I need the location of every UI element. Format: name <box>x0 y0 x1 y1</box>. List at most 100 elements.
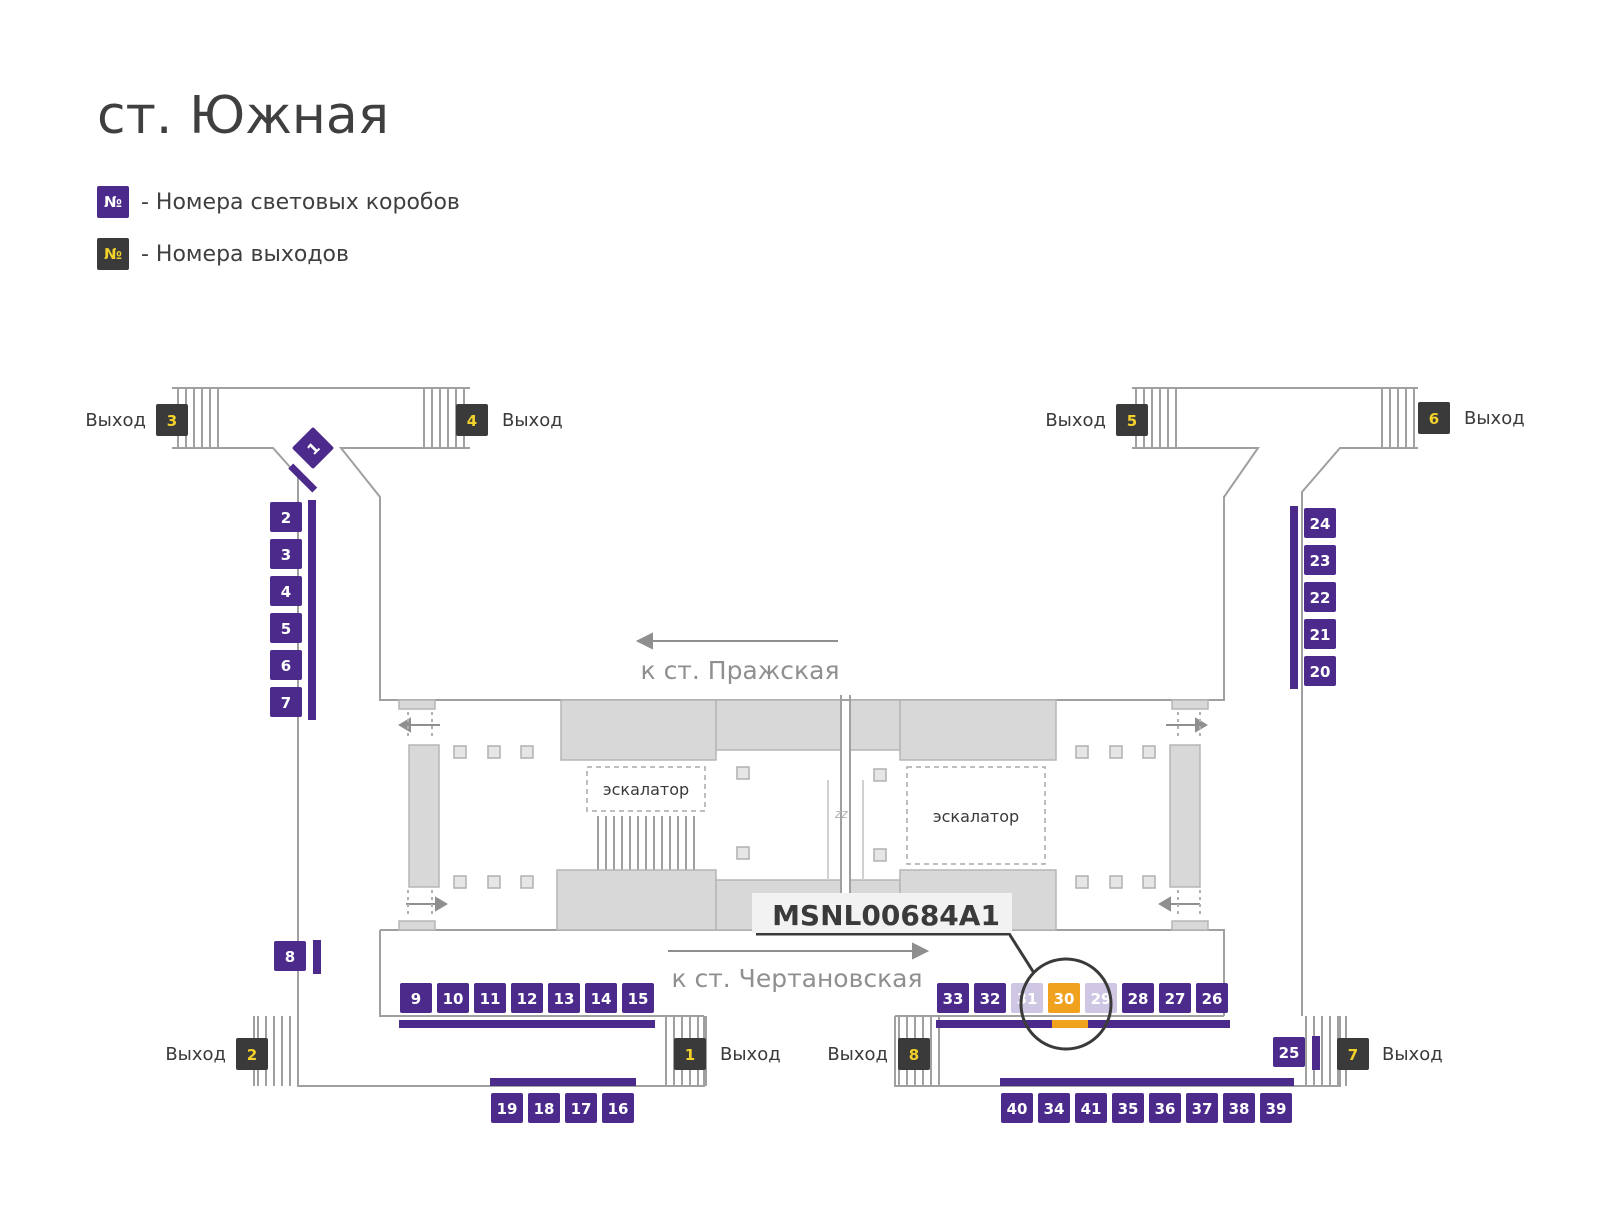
lightbox-13: 13 <box>548 983 580 1013</box>
lightbox-34-number: 34 <box>1044 1100 1065 1118</box>
lightbox-41: 41 <box>1075 1093 1107 1123</box>
exit-1-badge-number: 1 <box>685 1046 695 1064</box>
lightbox-30: 30 <box>1048 983 1080 1013</box>
lightbox-15-number: 15 <box>628 990 649 1008</box>
lightbox-3-number: 3 <box>281 546 291 564</box>
legend-lightbox-swatch: № <box>97 186 129 218</box>
lightbox-26-number: 26 <box>1202 990 1223 1008</box>
exit-2-badge-number: 2 <box>247 1046 257 1064</box>
exit-5-badge-bg <box>1116 404 1148 436</box>
lightbox-32-bg <box>974 983 1006 1013</box>
legend-lightbox-text: - Номера световых коробов <box>141 189 460 215</box>
callout-code: MSNL00684A1 <box>772 899 1000 932</box>
lightbox-18-number: 18 <box>534 1100 555 1118</box>
direction-arrows <box>635 632 930 960</box>
lightbox-25-bg <box>1273 1037 1305 1067</box>
callout-leader <box>1006 931 1036 974</box>
lightbox-35: 35 <box>1112 1093 1144 1123</box>
lightbox-10: 10 <box>437 983 469 1013</box>
lightbox-2: 2 <box>270 502 302 532</box>
lightbox-11-number: 11 <box>480 990 501 1008</box>
lightbox-24-bg <box>1304 508 1336 538</box>
exit-3-badge-bg <box>156 404 188 436</box>
pillars <box>453 745 1156 889</box>
lightbox-24: 24 <box>1304 508 1336 538</box>
direction-south-label: к ст. Чертановская <box>671 964 922 993</box>
lightbox-28-bg <box>1122 983 1154 1013</box>
lightbox-5: 5 <box>270 613 302 643</box>
lightbox-30-bg <box>1048 983 1080 1013</box>
lightbox-6-number: 6 <box>281 657 291 675</box>
lightbox-35-number: 35 <box>1118 1100 1139 1118</box>
lightbox-10-bg <box>437 983 469 1013</box>
lightbox-41-number: 41 <box>1081 1100 1102 1118</box>
exit-3-badge-number: 3 <box>167 412 177 430</box>
exit-2-badge-bg <box>236 1038 268 1070</box>
exit-2-label: Выход <box>165 1044 226 1065</box>
lightbox-3: 3 <box>270 539 302 569</box>
lightbox-37: 37 <box>1186 1093 1218 1123</box>
lightbox-strip-highlight <box>1052 1020 1088 1028</box>
lightbox-25-number: 25 <box>1279 1044 1300 1062</box>
exit-6-badge-number: 6 <box>1429 410 1439 428</box>
lightbox-4-bg <box>270 576 302 606</box>
lightbox-14: 14 <box>585 983 617 1013</box>
lightbox-8: 8 <box>274 941 306 971</box>
lightbox-5-bg <box>270 613 302 643</box>
escalator-left-label: эскалатор <box>603 780 689 799</box>
exit-6-badge-bg <box>1418 402 1450 434</box>
lightbox-3-bg <box>270 539 302 569</box>
lightbox-17: 17 <box>565 1093 597 1123</box>
lightbox-29-number: 29 <box>1091 990 1112 1008</box>
lightbox-21: 21 <box>1304 619 1336 649</box>
lightbox-18: 18 <box>528 1093 560 1123</box>
lightbox-23: 23 <box>1304 545 1336 575</box>
lightbox-31: 31 <box>1011 983 1043 1013</box>
exit-7-badge: 7 <box>1337 1038 1369 1070</box>
exit-5-label: Выход <box>1045 410 1106 431</box>
lightbox-36-bg <box>1149 1093 1181 1123</box>
lightbox-40: 40 <box>1001 1093 1033 1123</box>
lightbox-2-number: 2 <box>281 509 291 527</box>
callout-circle <box>1019 957 1113 1051</box>
lightbox-4-number: 4 <box>281 583 291 601</box>
station-title: ст. Южная <box>97 86 390 146</box>
exit-6-label: Выход <box>1464 408 1525 429</box>
exit-4-badge: 4 <box>456 404 488 436</box>
lightbox-11-bg <box>474 983 506 1013</box>
lightbox-1-bg <box>292 427 334 469</box>
lightbox-33-number: 33 <box>943 990 964 1008</box>
lightbox-22-number: 22 <box>1310 589 1331 607</box>
lightbox-26: 26 <box>1196 983 1228 1013</box>
lightbox-15: 15 <box>622 983 654 1013</box>
lightbox-19-number: 19 <box>497 1100 518 1118</box>
callout-box <box>752 893 1012 933</box>
lightbox-22-bg <box>1304 582 1336 612</box>
lightbox-14-bg <box>585 983 617 1013</box>
exit-5-badge-number: 5 <box>1127 412 1137 430</box>
lightbox-16-number: 16 <box>608 1100 629 1118</box>
lightbox-32: 32 <box>974 983 1006 1013</box>
lightbox-11: 11 <box>474 983 506 1013</box>
lightbox-27: 27 <box>1159 983 1191 1013</box>
lightbox-31-bg <box>1011 983 1043 1013</box>
lightbox-5-number: 5 <box>281 620 291 638</box>
lightbox-1-strip <box>288 463 318 493</box>
exit-8-badge: 8 <box>898 1038 930 1070</box>
lightbox-16: 16 <box>602 1093 634 1123</box>
lightbox-17-bg <box>565 1093 597 1123</box>
lightbox-32-number: 32 <box>980 990 1001 1008</box>
lightbox-19: 19 <box>491 1093 523 1123</box>
lightbox-28: 28 <box>1122 983 1154 1013</box>
lightbox-20-number: 20 <box>1310 663 1331 681</box>
exit-8-badge-number: 8 <box>909 1046 919 1064</box>
lightbox-12-number: 12 <box>517 990 538 1008</box>
lightbox-37-bg <box>1186 1093 1218 1123</box>
stairs-exit-6 <box>1381 388 1415 448</box>
exit-1-label: Выход <box>720 1044 781 1065</box>
lightbox-23-number: 23 <box>1310 552 1331 570</box>
escalator-right-label: эскалатор <box>933 807 1019 826</box>
exit-1-badge: 1 <box>674 1038 706 1070</box>
